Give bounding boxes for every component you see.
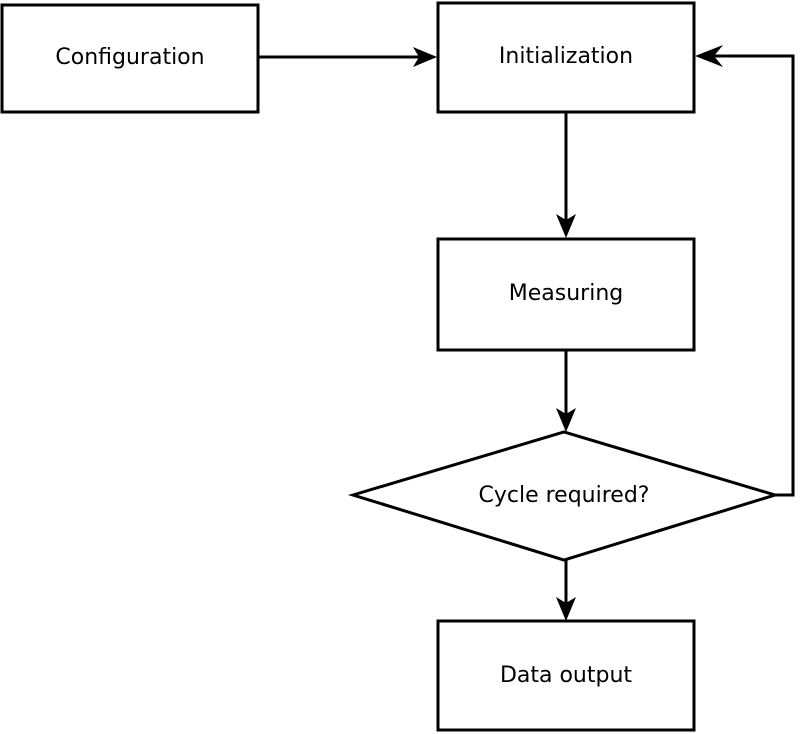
initialization-label: Initialization [499, 44, 633, 69]
node-data-output[interactable]: Data output [436, 619, 696, 732]
edge-configuration-to-initialization [258, 47, 437, 67]
edge-measuring-to-cycle-required [556, 350, 576, 432]
edge-initialization-to-measuring [556, 112, 576, 238]
initialization-box[interactable] [436, 1, 696, 114]
arrowhead-into-cycle-required-top [556, 408, 576, 432]
edge-cycle-required-to-initialization-feedback [695, 45, 795, 497]
edge-cycle-required-to-data-output [556, 560, 576, 621]
configuration-label: Configuration [55, 45, 204, 70]
arrowhead-into-measuring-top [556, 214, 576, 238]
arrowhead-into-initialization-left [413, 47, 437, 67]
node-configuration[interactable]: Configuration [0, 3, 260, 114]
arrowhead-into-initialization-right [695, 45, 723, 67]
measuring-box[interactable] [436, 237, 696, 352]
cycle-required-label: Cycle required? [479, 483, 650, 508]
edge-line-feedback-loop [706, 54, 795, 497]
node-cycle-required[interactable]: Cycle required? [347, 430, 781, 562]
configuration-box[interactable] [0, 3, 260, 114]
arrowhead-into-data-output-top [556, 597, 576, 621]
node-measuring[interactable]: Measuring [436, 237, 696, 352]
node-initialization[interactable]: Initialization [436, 1, 696, 114]
cycle-required-diamond[interactable] [347, 430, 781, 562]
data-output-label: Data output [500, 663, 632, 688]
data-output-box[interactable] [436, 619, 696, 732]
measuring-label: Measuring [509, 281, 623, 306]
